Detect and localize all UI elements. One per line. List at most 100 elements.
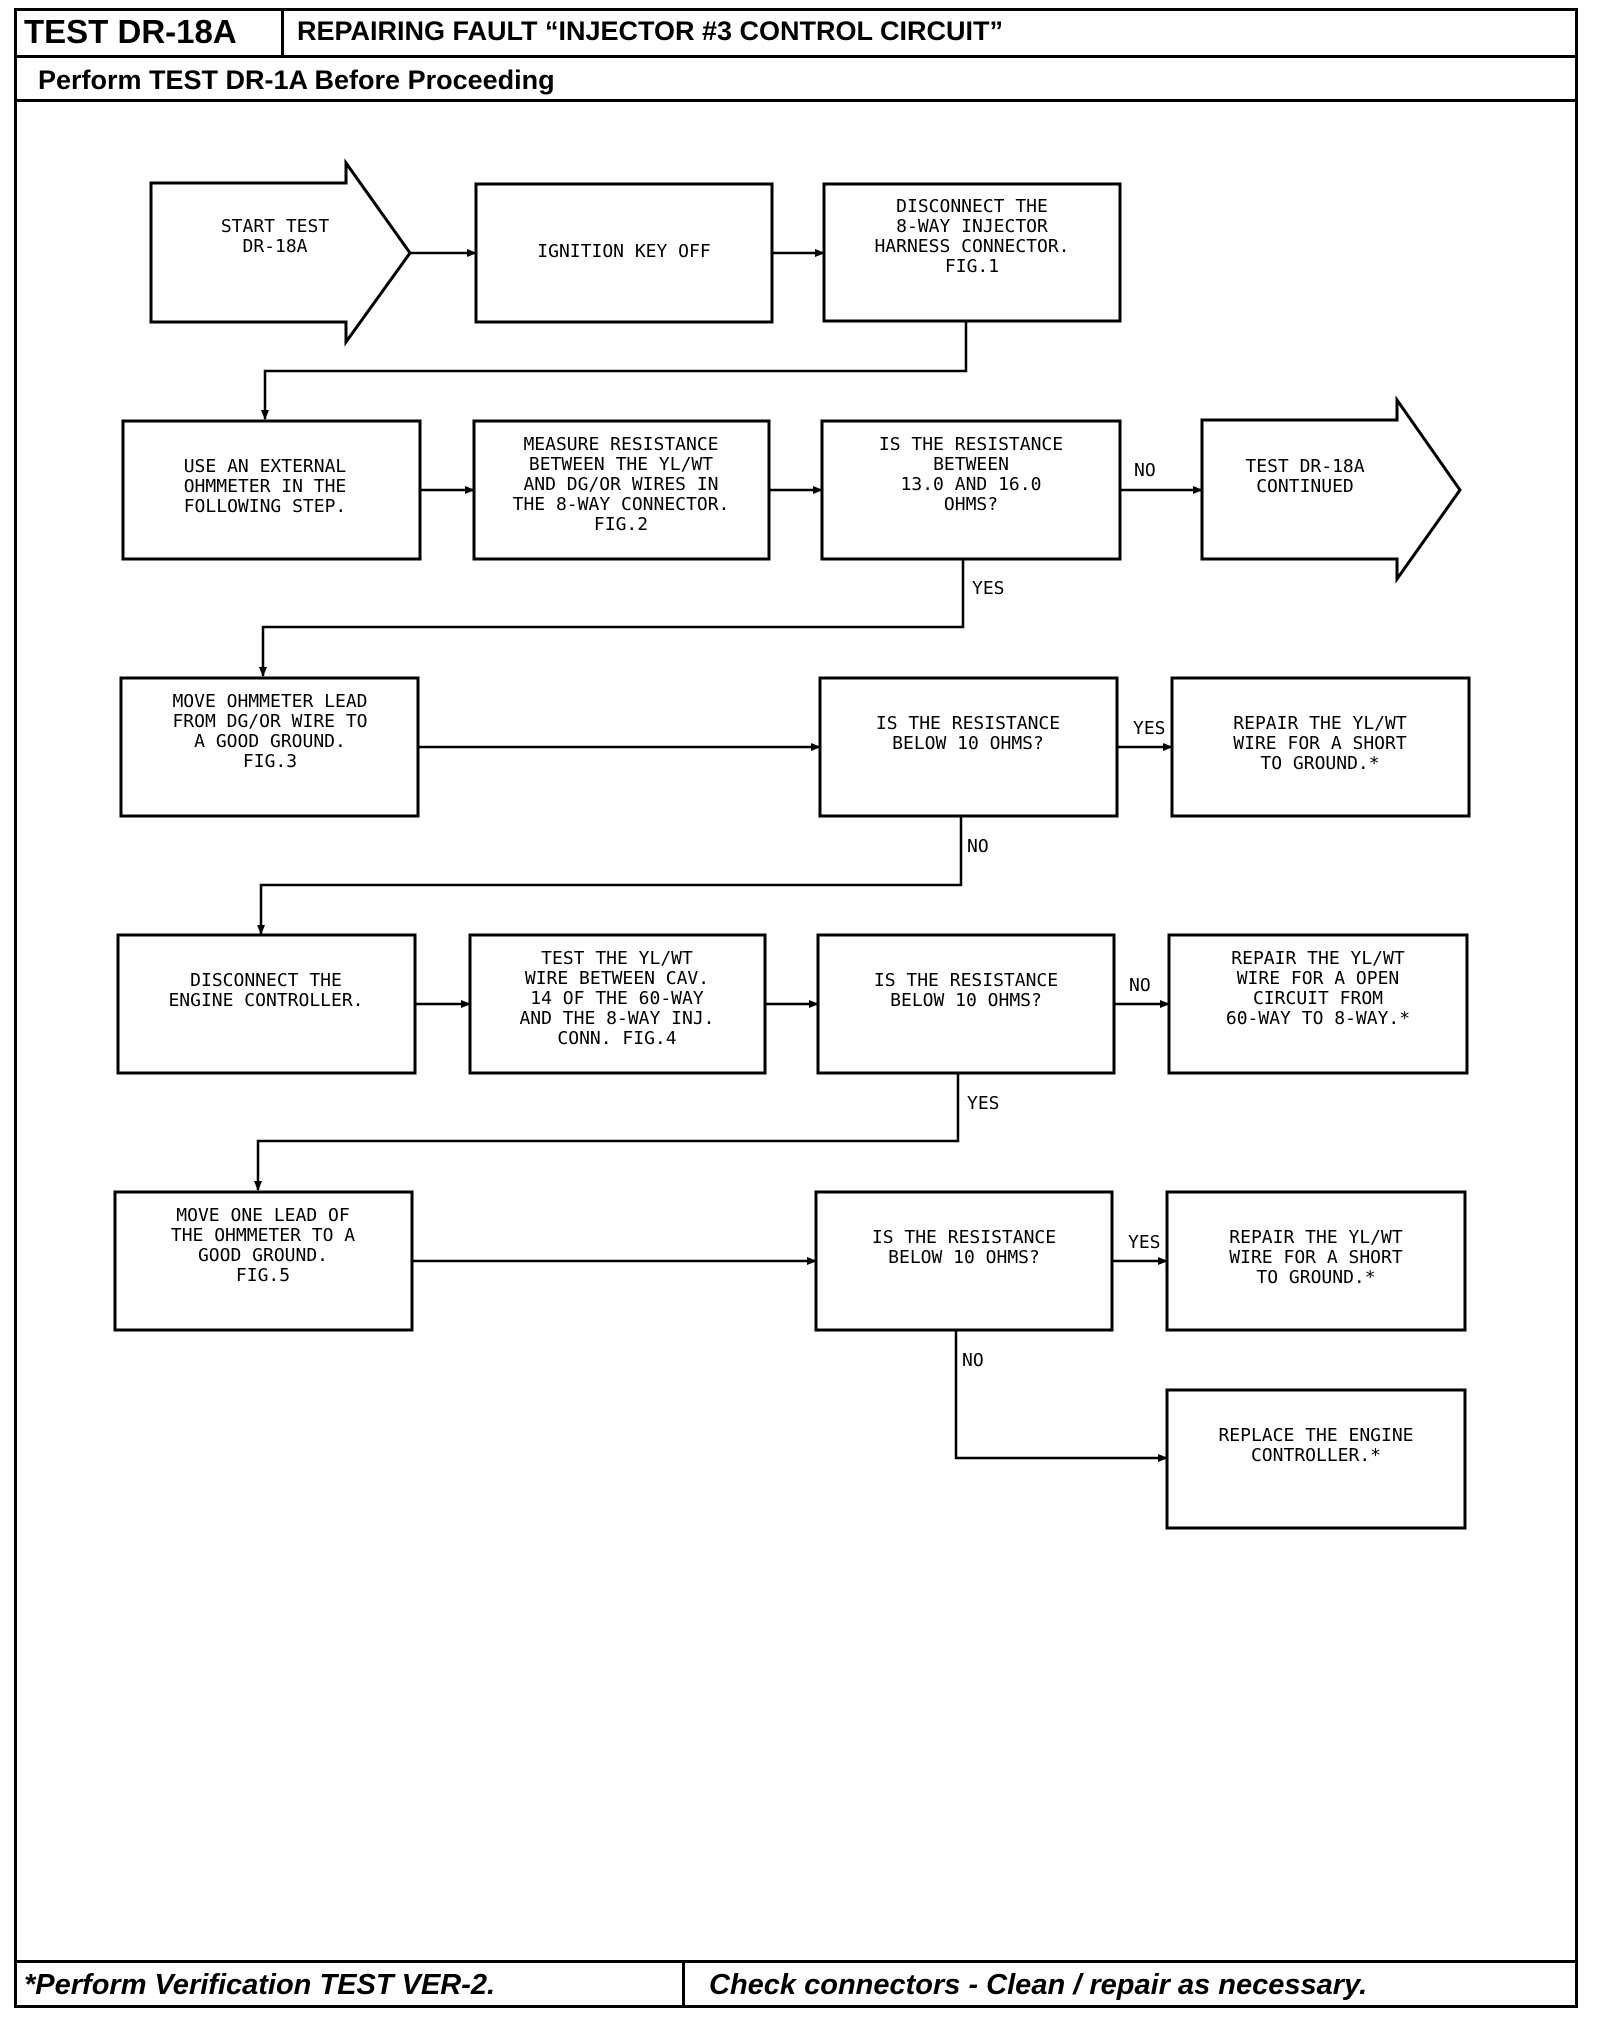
edge-labels: NO YES YES NO NO YES YES NO	[962, 460, 1166, 1371]
node-replace-controller	[1165, 1388, 1467, 1530]
node-measure-resistance	[472, 419, 771, 561]
page-title: REPAIRING FAULT “INJECTOR #3 CONTROL CIR…	[297, 16, 1004, 46]
node-line: TO GROUND.*	[1260, 753, 1379, 774]
edge-disconnect-ohmmeter	[261, 321, 968, 420]
node-line: REPAIR THE YL/WT	[1229, 1227, 1403, 1248]
node-decision-range	[820, 419, 1122, 561]
node-line: START TEST	[221, 216, 330, 237]
node-line: IS THE RESISTANCE	[879, 434, 1063, 455]
node-repair-open	[1167, 933, 1469, 1075]
node-decision-below-2	[816, 933, 1116, 1075]
node-decision-below-1	[818, 676, 1119, 818]
node-line: USE AN EXTERNAL	[184, 456, 347, 477]
node-line: WIRE FOR A SHORT	[1229, 1247, 1403, 1268]
node-line: IS THE RESISTANCE	[872, 1227, 1056, 1248]
node-line: BELOW 10 OHMS?	[888, 1247, 1040, 1268]
node-line: GOOD GROUND.	[198, 1245, 328, 1266]
node-line: FOLLOWING STEP.	[184, 496, 347, 517]
node-line: 60-WAY TO 8-WAY.*	[1226, 1008, 1410, 1029]
footer-connector-note: Check connectors - Clean / repair as nec…	[709, 1969, 1368, 2001]
label-below2-yes: YES	[967, 1093, 1000, 1114]
node-line: WIRE BETWEEN CAV.	[525, 968, 709, 989]
node-move-one-lead	[113, 1190, 414, 1332]
node-line: FROM DG/OR WIRE TO	[172, 711, 367, 732]
node-line: OHMMETER IN THE	[184, 476, 347, 497]
node-decision-below-3	[814, 1190, 1114, 1332]
node-move-lead-ground	[119, 676, 420, 818]
node-line: BETWEEN	[933, 454, 1009, 475]
node-use-ohmmeter	[121, 419, 422, 561]
node-line: 8-WAY INJECTOR	[896, 216, 1048, 237]
node-disconnect-harness	[822, 182, 1122, 323]
node-ignition-off	[474, 182, 774, 324]
label-below3-yes: YES	[1128, 1232, 1161, 1253]
node-line: TO GROUND.*	[1256, 1267, 1375, 1288]
node-repair-short-2	[1165, 1190, 1467, 1332]
node-line: 13.0 AND 16.0	[901, 474, 1042, 495]
page-frame	[14, 8, 1578, 2008]
footer-verification-note: *Perform Verification TEST VER-2.	[14, 1963, 685, 2008]
node-text-ignition-off: IGNITION KEY OFF	[537, 241, 710, 262]
connectors	[254, 249, 1203, 1462]
header-bar: TEST DR-18A REPAIRING FAULT “INJECTOR #3…	[14, 8, 1578, 58]
node-line: FIG.2	[594, 514, 648, 535]
test-id: TEST DR-18A	[14, 8, 284, 55]
label-below3-no: NO	[962, 1350, 984, 1371]
node-line: TEST DR-18A	[1245, 456, 1364, 477]
node-line: ENGINE CONTROLLER.	[168, 990, 363, 1011]
page-subtitle: Perform TEST DR-1A Before Proceeding	[38, 65, 555, 95]
node-line: FIG.3	[243, 751, 297, 772]
node-line: FIG.1	[945, 256, 999, 277]
subtitle-bar: Perform TEST DR-1A Before Proceeding	[14, 58, 1578, 102]
node-line: OHMS?	[944, 494, 998, 515]
node-line: AND DG/OR WIRES IN	[523, 474, 718, 495]
node-test-wire	[468, 933, 767, 1075]
node-line: BETWEEN THE YL/WT	[529, 454, 713, 475]
node-line: TEST THE YL/WT	[541, 948, 693, 969]
node-line: REPAIR THE YL/WT	[1233, 713, 1407, 734]
node-line: REPAIR THE YL/WT	[1231, 948, 1405, 969]
node-line: THE 8-WAY CONNECTOR.	[513, 494, 730, 515]
node-line: REPLACE THE ENGINE	[1218, 1425, 1413, 1446]
node-line: CIRCUIT FROM	[1253, 988, 1383, 1009]
node-line: WIRE FOR A SHORT	[1233, 733, 1407, 754]
node-line: MEASURE RESISTANCE	[523, 434, 718, 455]
node-start	[149, 158, 412, 347]
node-line: BELOW 10 OHMS?	[892, 733, 1044, 754]
label-range-yes: YES	[972, 578, 1005, 599]
node-line: AND THE 8-WAY INJ.	[519, 1008, 714, 1029]
label-below2-no: NO	[1129, 975, 1151, 996]
node-line: HARNESS CONNECTOR.	[874, 236, 1069, 257]
node-line: IGNITION KEY OFF	[537, 241, 710, 262]
node-continued	[1200, 395, 1462, 584]
edge-below1-disconnect-controller	[257, 816, 963, 935]
node-line: MOVE ONE LEAD OF	[176, 1205, 349, 1226]
node-line: FIG.5	[236, 1265, 290, 1286]
node-line: THE OHMMETER TO A	[171, 1225, 355, 1246]
node-line: IS THE RESISTANCE	[874, 970, 1058, 991]
edge-below2-moveonelead	[254, 1073, 960, 1191]
edge-below3-replace	[954, 1330, 1168, 1462]
node-line: IS THE RESISTANCE	[876, 713, 1060, 734]
footer-bar: *Perform Verification TEST VER-2. Check …	[14, 1960, 1578, 2008]
node-disconnect-controller	[116, 933, 417, 1075]
node-line: CONTROLLER.*	[1251, 1445, 1381, 1466]
label-range-no: NO	[1134, 460, 1156, 481]
node-line: DISCONNECT THE	[190, 970, 342, 991]
node-line: BELOW 10 OHMS?	[890, 990, 1042, 1011]
